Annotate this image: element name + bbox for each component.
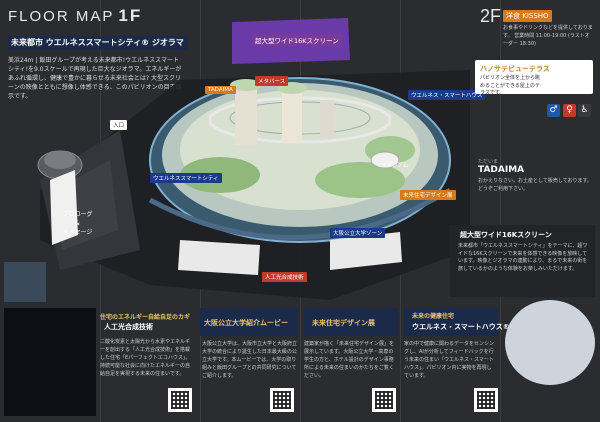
qr-code-1[interactable] [168, 388, 192, 412]
screen-info-text: 未来都市「ウエルネススマートシティ」をテーマに、超ワイドな16Kスクリーンで未来… [458, 243, 588, 272]
card3-head: 未来住宅デザイン展 [312, 319, 375, 327]
screen-info-box [450, 225, 595, 297]
card2-text: 大阪公立大学は、大阪市立大学と大阪府立大学の統合により誕生した日本最大級の公立大… [202, 341, 298, 379]
tadaima-text: おかえりなさい。お土産として販売しております。どうぞご利用下さい。 [478, 178, 593, 192]
card1-head1: 住宅のエネルギー自給自足のカギ [100, 314, 191, 321]
label-ai-synthesis[interactable]: 人工光合成技術 [262, 272, 307, 282]
card3-text: 建築家が描く「未来住宅デザイン展」を展示しています。大阪公立大学・高専の学生の方… [304, 341, 395, 379]
card1-text: 二酸化炭素と太陽光から水素やエネルギーを創出する「人工光合成技術」を搭載した住宅… [100, 339, 191, 377]
prologue-line-1: プロローグ [62, 211, 93, 218]
tadaima-title: TADAIMA [478, 165, 525, 175]
prologue-ampersand: & [75, 220, 80, 227]
label-tadaima[interactable]: TADAIMA [205, 86, 236, 94]
label-osaka-univ[interactable]: 大阪公立大学ゾーン [330, 228, 386, 238]
card-photo-1 [4, 262, 46, 302]
card2-head-bg [200, 308, 298, 336]
label-stadium[interactable]: スタジアム [381, 163, 409, 169]
toilet-icon: ♂ [547, 104, 560, 117]
kissho-text: お食事やドリンクなどを提供しております。 営業時間 11:00-19:00 (ラ… [503, 25, 593, 47]
terrace-box [475, 60, 593, 94]
restroom-icon: ♀ [563, 104, 576, 117]
wheelchair-icon: ♿ [578, 104, 591, 117]
floor-2f-label: 2F [480, 6, 502, 26]
diorama-title: 未来都市 ウエルネススマートシティ® ジオラマ [8, 36, 188, 50]
label-prologue[interactable]: プロローグ & メッセージ [55, 210, 100, 237]
qr-code-2[interactable] [270, 388, 294, 412]
qr-code-4[interactable] [474, 388, 498, 412]
floor-map-label: FLOOR MAP [8, 8, 115, 25]
qr-code-3[interactable] [372, 388, 396, 412]
card4-text: 家の中で健康に関わるデータをセンシングし、AIが分析してフィードバックを行う未来… [404, 341, 495, 379]
floor-1f-label: 1F [118, 6, 143, 25]
card3-head-bg [304, 308, 398, 336]
label-wellness-city[interactable]: ウエルネススマートシティ [150, 173, 222, 183]
card4-head-bg [404, 308, 498, 336]
card4-head2: ウエルネス・スマートハウス® [412, 323, 510, 331]
kissho-label: 洋食 KISSHO [503, 10, 552, 22]
terrace-title: ハノサテビューテラス [480, 65, 550, 73]
card-photo-house [505, 300, 595, 385]
card4-head1: 未来の健康住宅 [412, 313, 455, 320]
card1-head2: 人工光合成技術 [104, 323, 153, 331]
screen-info-title: 超大型ワイド16Kスクリーン [460, 231, 552, 239]
label-metaverse[interactable]: メタバース [255, 76, 289, 86]
terrace-text: パビリオン全体を上から眺めることができる屋上のテラスです。 [480, 75, 541, 96]
screen-banner-label: 超大型ワイド16Kスクリーン [252, 34, 342, 46]
diorama-description: 美浜24m | 飯田グループが考える未来都市!ウエルネススマートシティ!を9.0… [8, 57, 182, 100]
tadaima-sub: ただいま [478, 159, 499, 165]
card2-head: 大阪公立大学紹介ムービー [204, 319, 288, 327]
prologue-line-2: メッセージ [62, 229, 93, 236]
label-entrance[interactable]: 入口 [110, 120, 128, 130]
label-future-house[interactable]: 未来住宅デザイン展 [400, 190, 456, 200]
label-wellness-house-top[interactable]: ウエルネス・スマートハウス [408, 90, 486, 100]
card-photo-lab [4, 308, 96, 416]
